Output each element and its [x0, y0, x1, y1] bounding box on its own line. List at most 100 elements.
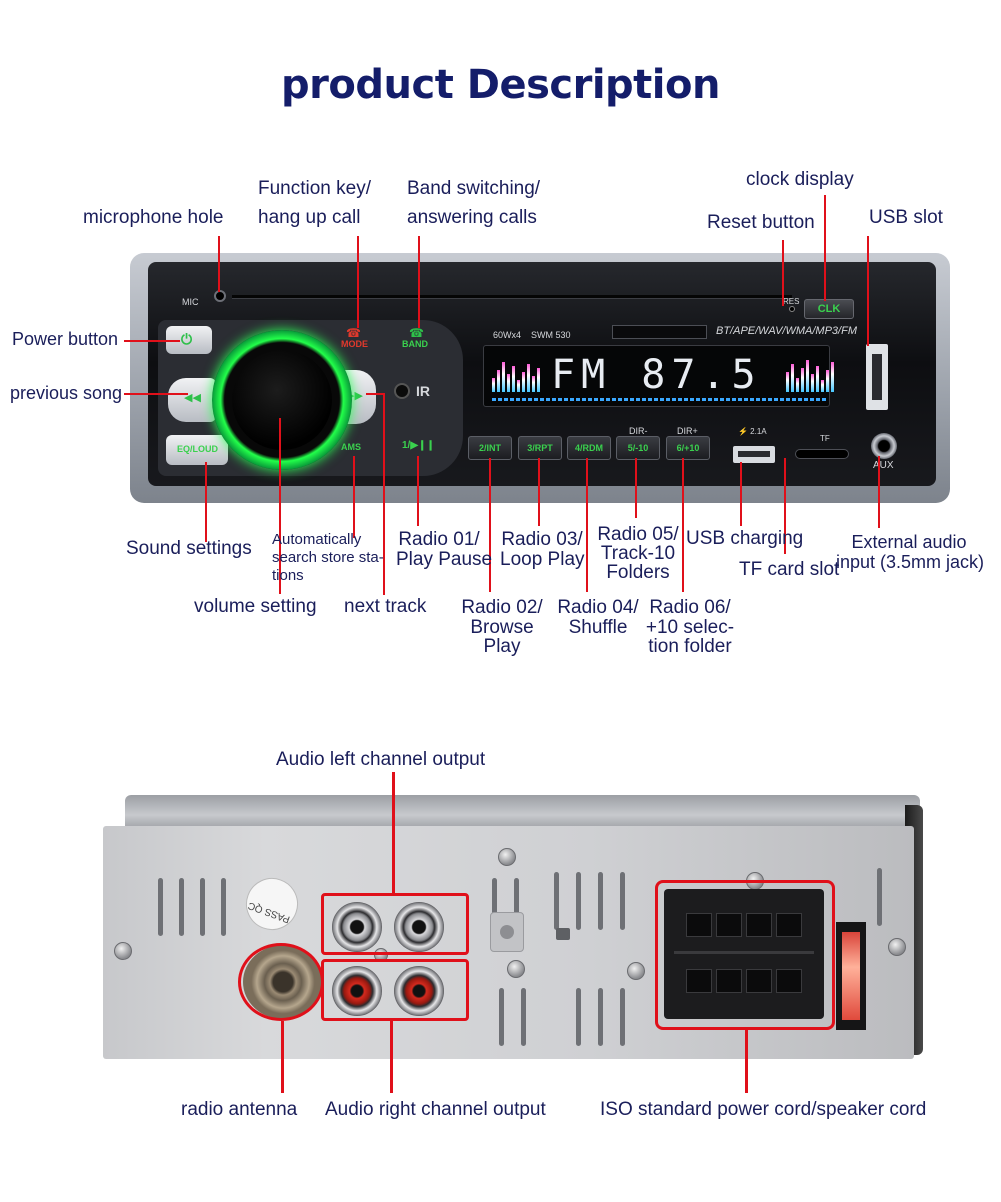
- vent-slot: [492, 878, 497, 936]
- lcd-display: [483, 345, 830, 407]
- power-rating-text: 60Wx4: [493, 330, 522, 340]
- leader-radio02: [489, 458, 491, 592]
- dir-minus-text: DIR-: [629, 426, 648, 436]
- usb-charging-port[interactable]: [733, 446, 775, 463]
- fuse: [836, 922, 866, 1030]
- vent-slot: [179, 878, 184, 936]
- answer-icon: ☎: [409, 326, 424, 340]
- highlight-audio-right: [321, 959, 469, 1021]
- aux-jack[interactable]: [871, 433, 897, 459]
- ir-text: IR: [416, 383, 430, 399]
- hang-up-icon: ☎: [346, 326, 361, 340]
- leader-antenna: [281, 1021, 284, 1093]
- vent-slot: [221, 878, 226, 936]
- eq-bars-right: [786, 356, 834, 392]
- reset-button[interactable]: [789, 306, 795, 312]
- previous-song-button[interactable]: ◀◀: [168, 378, 216, 422]
- display-indicator-dots: [492, 398, 827, 401]
- leader-usb-slot: [867, 236, 869, 346]
- charge-text: ⚡ 2.1A: [738, 427, 767, 436]
- microphone-hole: [214, 290, 226, 302]
- vent-slot: [576, 872, 581, 930]
- mode-button[interactable]: [330, 325, 388, 353]
- leader-tf: [784, 458, 786, 554]
- button-5-minus10[interactable]: 5/-10: [616, 436, 660, 460]
- tf-card-slot[interactable]: [795, 449, 849, 459]
- label-radio05-2: Track-10: [600, 543, 676, 564]
- eq-bars-left: [492, 356, 540, 392]
- vent-slot: [620, 872, 625, 930]
- leader-band: [418, 236, 420, 328]
- iso-connector[interactable]: [664, 889, 824, 1019]
- label-radio01-1: Radio 01/: [398, 529, 480, 550]
- clk-button[interactable]: CLK: [804, 299, 854, 319]
- label-function-key-2: hang up call: [258, 207, 361, 228]
- label-next-track: next track: [344, 596, 427, 617]
- highlight-antenna: [238, 943, 324, 1021]
- display-reading: FM 87.5: [551, 352, 762, 398]
- rca-right-red-1[interactable]: [332, 966, 382, 1016]
- leader-volume: [279, 418, 281, 594]
- ir-sensor: [394, 383, 410, 399]
- leader-radio01: [417, 456, 419, 526]
- band-text: BAND: [402, 339, 428, 349]
- highlight-iso: [655, 880, 835, 1030]
- label-sound-settings: Sound settings: [126, 538, 252, 559]
- mount-bracket: [490, 912, 524, 952]
- usb-slot[interactable]: [866, 344, 888, 410]
- label-radio06-2: +10 selec-: [645, 617, 735, 638]
- dir-plus-text: DIR+: [677, 426, 698, 436]
- leader-microphone: [218, 236, 220, 292]
- rca-left-white-2[interactable]: [394, 902, 444, 952]
- button-6-plus10[interactable]: 6/+10: [666, 436, 710, 460]
- leader-next-h: [366, 393, 384, 395]
- model-text: SWM 530: [531, 330, 571, 340]
- vent-slot: [620, 988, 625, 1046]
- label-radio02-2: Browse: [470, 617, 534, 638]
- rca-right-red-2[interactable]: [394, 966, 444, 1016]
- rca-left-white-1[interactable]: [332, 902, 382, 952]
- previous-icon: ◀◀: [184, 392, 201, 404]
- formats-text: BT/APE/WAV/WMA/MP3/FM: [716, 325, 857, 337]
- vent-slot: [877, 868, 882, 926]
- label-volume-setting: volume setting: [194, 596, 317, 617]
- volume-knob[interactable]: [232, 350, 332, 450]
- band-button[interactable]: [394, 325, 442, 353]
- tf-text: TF: [820, 434, 830, 443]
- label-radio06-1: Radio 06/: [649, 597, 731, 618]
- label-auto-search-3: tions: [272, 567, 304, 584]
- label-iso-cord: ISO standard power cord/speaker cord: [600, 1099, 927, 1120]
- label-band-switch-1: Band switching/: [407, 178, 541, 199]
- leader-iso: [745, 1030, 748, 1093]
- button-2-int[interactable]: 2/INT: [468, 436, 512, 460]
- label-reset-button: Reset button: [707, 212, 815, 233]
- leader-radio05: [635, 458, 637, 518]
- mode-text: MODE: [341, 339, 368, 349]
- label-function-key-1: Function key/: [258, 178, 371, 199]
- label-auto-search-1: Automatically: [272, 531, 362, 548]
- mic-text: MIC: [182, 297, 199, 307]
- lcd-window: [612, 325, 707, 339]
- eq-loud-button[interactable]: EQ/LOUD: [166, 435, 228, 465]
- vent-slot: [499, 988, 504, 1046]
- label-radio02-1: Radio 02/: [461, 597, 543, 618]
- label-audio-left: Audio left channel output: [276, 749, 486, 770]
- leader-audio-left: [392, 772, 395, 894]
- label-radio01-2: Play Pause: [396, 549, 493, 570]
- label-power-button: Power button: [12, 329, 119, 349]
- label-radio05-1: Radio 05/: [597, 524, 679, 545]
- label-tf-card-slot: TF card slot: [739, 559, 840, 580]
- vent-slot: [598, 872, 603, 930]
- leader-radio03: [538, 458, 540, 526]
- leader-ams: [353, 456, 355, 538]
- button-3-rpt[interactable]: 3/RPT: [518, 436, 562, 460]
- label-usb-charging: USB charging: [686, 528, 804, 549]
- leader-power: [124, 340, 180, 342]
- label-microphone-hole: microphone hole: [83, 207, 224, 228]
- vent-slot: [521, 988, 526, 1046]
- label-radio03-1: Radio 03/: [501, 529, 583, 550]
- power-icon: ⏻: [181, 331, 193, 347]
- page-title: product Description: [281, 62, 720, 108]
- vent-slot: [158, 878, 163, 936]
- button-4-rdm[interactable]: 4/RDM: [567, 436, 611, 460]
